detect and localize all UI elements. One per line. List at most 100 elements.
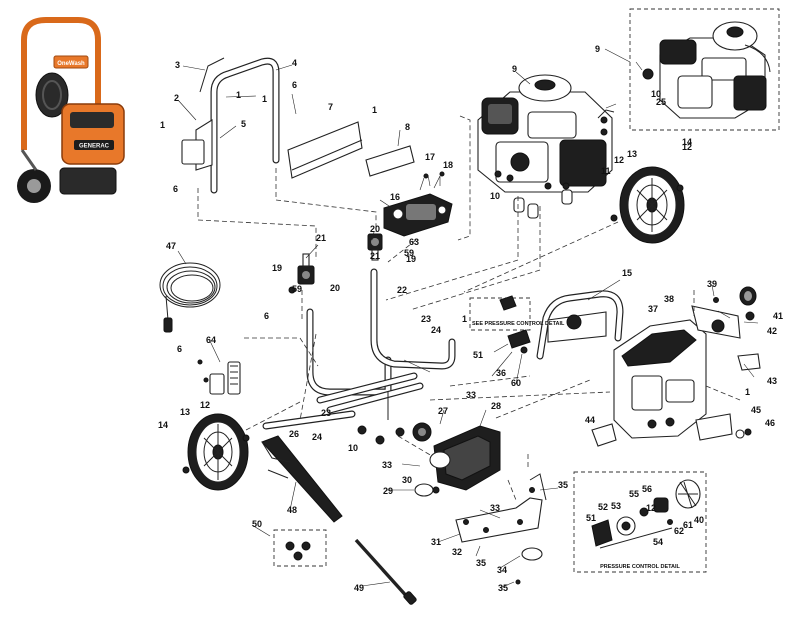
handle-assembly xyxy=(181,57,415,194)
product-badge-plate xyxy=(53,55,89,69)
unloader-valve xyxy=(507,329,531,349)
part-number-label: 35 xyxy=(476,558,486,568)
part-number-label: 13 xyxy=(627,149,637,159)
part-number-label: 38 xyxy=(664,294,674,304)
part-number-label: 20 xyxy=(370,224,380,234)
part-number-label: 14 xyxy=(682,137,692,147)
part-number-label: 9 xyxy=(595,44,600,54)
hose-bracket xyxy=(197,359,241,395)
part-number-label: 12 xyxy=(614,155,624,165)
pressure-detail-box xyxy=(573,471,707,573)
part-number-label: 6 xyxy=(292,80,297,90)
part-number-label: 59 xyxy=(404,248,414,258)
part-number-label: 19 xyxy=(406,254,416,264)
part-number-label: 1 xyxy=(462,314,467,324)
part-number-label: 39 xyxy=(707,279,717,289)
left-wheel xyxy=(182,413,250,491)
part-number-label: 47 xyxy=(166,241,176,251)
part-number-label: 23 xyxy=(321,408,331,418)
part-number-label: 62 xyxy=(674,526,684,536)
part-number-label: 32 xyxy=(452,547,462,557)
part-number-label: 60 xyxy=(511,378,521,388)
part-number-label: 33 xyxy=(490,503,500,513)
part-number-label: 52 xyxy=(598,502,608,512)
pressure-detail-title: PRESSURE CONTROL DETAIL xyxy=(600,564,680,570)
part-number-label: 35 xyxy=(558,480,568,490)
bracket-31 xyxy=(455,473,547,585)
part-number-label: 63 xyxy=(409,237,419,247)
muffler xyxy=(559,139,607,187)
part-number-label: 31 xyxy=(431,537,441,547)
part-number-label: 6 xyxy=(173,184,178,194)
part-number-label: 13 xyxy=(180,407,190,417)
part-number-label: 50 xyxy=(252,519,262,529)
part-number-label: 14 xyxy=(158,420,168,430)
part-number-label: 20 xyxy=(330,283,340,293)
part-number-label: 3 xyxy=(175,60,180,70)
part-number-label: 53 xyxy=(611,501,621,511)
engine-inset-box xyxy=(629,8,780,131)
part-number-label: 42 xyxy=(767,326,777,336)
part-number-label: 40 xyxy=(694,515,704,525)
part-number-label: 37 xyxy=(648,304,658,314)
part-number-label: 11 xyxy=(601,166,611,176)
label-45 xyxy=(695,413,733,441)
part-number-label: 7 xyxy=(328,102,333,112)
part-number-label: 36 xyxy=(496,368,506,378)
part-number-label: 51 xyxy=(473,350,483,360)
part-number-label: 27 xyxy=(438,406,448,416)
part-number-label: 49 xyxy=(354,583,364,593)
pump-unit xyxy=(383,171,453,237)
part-number-label: 9 xyxy=(512,64,517,74)
part-number-label: 28 xyxy=(491,401,501,411)
part-number-label: 33 xyxy=(466,390,476,400)
part-number-label: 46 xyxy=(765,418,775,428)
right-wheel xyxy=(610,166,685,244)
pump-base xyxy=(59,167,117,195)
part-number-label: 1 xyxy=(236,90,241,100)
part-number-label: 25 xyxy=(656,97,666,107)
part-number-label: 59 xyxy=(292,284,302,294)
part-number-label: 54 xyxy=(653,537,663,547)
part-number-label: 30 xyxy=(402,475,412,485)
part-number-label: 51 xyxy=(586,513,596,523)
part-number-label: 16 xyxy=(390,192,400,202)
part-number-label: 4 xyxy=(292,58,297,68)
high-pressure-hose xyxy=(159,262,221,333)
assembly-lines xyxy=(197,115,741,501)
part-number-label: 2 xyxy=(174,93,179,103)
pressure-washer-photo: OneWash GENERAC xyxy=(17,17,125,203)
part-number-label: 1 xyxy=(160,120,165,130)
part-number-label: 8 xyxy=(405,122,410,132)
part-number-label: 23 xyxy=(421,314,431,324)
part-number-label: 41 xyxy=(773,311,783,321)
main-frame xyxy=(262,268,456,445)
spray-gun xyxy=(261,435,343,523)
hook-clip xyxy=(199,57,225,93)
fittings-upper xyxy=(288,233,383,294)
part-number-label: 64 xyxy=(206,335,216,345)
part-number-label: 1 xyxy=(262,94,267,104)
part-number-label: 12 xyxy=(646,503,656,513)
part-number-label: 61 xyxy=(683,520,693,530)
part-number-label: 15 xyxy=(622,268,632,278)
part-number-label: 12 xyxy=(200,400,210,410)
part-number-label: 43 xyxy=(767,376,777,386)
part-number-label: 6 xyxy=(264,311,269,321)
control-handle xyxy=(536,290,624,360)
foot-34 xyxy=(521,547,543,561)
part-number-label: 26 xyxy=(289,429,299,439)
part-number-label: 45 xyxy=(751,405,761,415)
part-number-label: 22 xyxy=(397,285,407,295)
part-number-label: 17 xyxy=(425,152,435,162)
part-number-label: 12 xyxy=(682,142,692,152)
part-number-label: 21 xyxy=(316,233,326,243)
part-number-label: 34 xyxy=(497,565,507,575)
pressure-note-text: SEE PRESSURE CONTROL DETAIL xyxy=(472,321,565,327)
product-badge: OneWash xyxy=(57,61,85,67)
part-number-label: 56 xyxy=(642,484,652,494)
part-number-label: 19 xyxy=(272,263,282,273)
